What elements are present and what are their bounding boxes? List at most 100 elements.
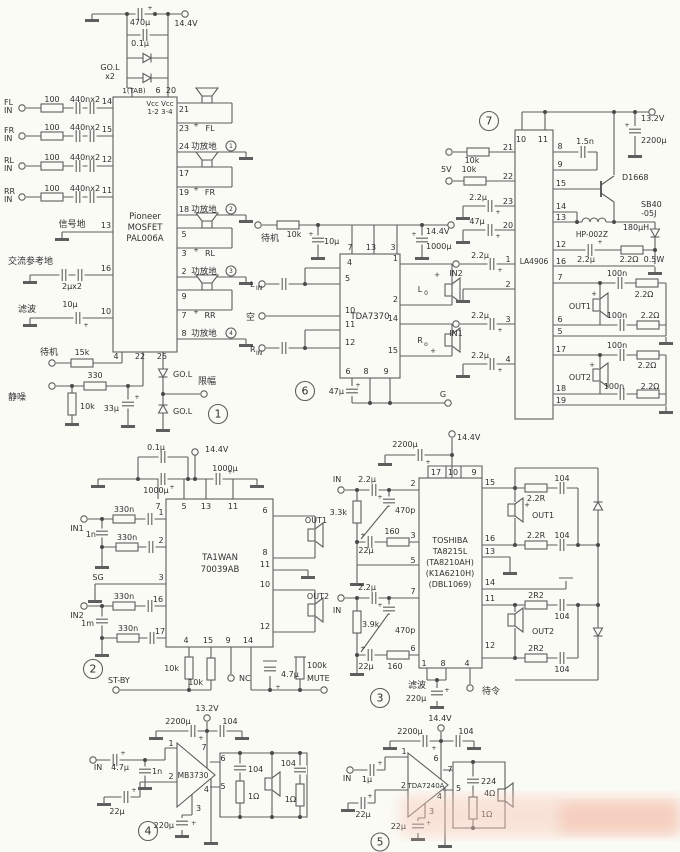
schematic-label: 2200µ xyxy=(392,440,417,449)
circuit-number-badge xyxy=(82,658,104,680)
ic-name-pal006a: PAL006A xyxy=(126,234,163,244)
schematic-label: 15 xyxy=(485,478,495,487)
schematic-label: 100n xyxy=(604,382,624,391)
schematic-label: 104 xyxy=(281,759,296,768)
capacitor xyxy=(232,762,248,774)
circuit-number-text: 2 xyxy=(90,663,97,676)
schematic-label: 1 xyxy=(158,508,163,517)
schematic-label: 8 xyxy=(557,142,562,151)
schematic-label: 2200µ xyxy=(397,727,422,736)
capacitor xyxy=(616,317,628,333)
schematic-label: + xyxy=(425,458,430,466)
ground-symbol xyxy=(658,405,674,415)
schematic-label: 3 xyxy=(196,804,201,813)
resistor xyxy=(352,500,362,524)
ground-symbol xyxy=(466,741,482,751)
resistor xyxy=(184,656,194,680)
schematic-label: 3 xyxy=(158,573,163,582)
schematic-label: 33µ xyxy=(104,404,119,413)
schematic-label: 10µ xyxy=(324,237,339,246)
ic-name-pal006a: MOSFET xyxy=(128,223,164,233)
terminal xyxy=(18,162,26,170)
resistor xyxy=(635,278,659,288)
ground-symbol xyxy=(148,731,164,741)
diode xyxy=(157,404,169,414)
capacitor xyxy=(145,539,157,555)
schematic-label: 2.2µ xyxy=(358,475,376,484)
schematic-label: 8 xyxy=(440,659,445,668)
schematic-label: 17 xyxy=(179,169,189,178)
schematic-label: IN xyxy=(4,195,12,204)
schematic-label: 4 xyxy=(464,659,469,668)
schematic-label: + xyxy=(83,321,88,329)
schematic-label: 4.7µ xyxy=(281,670,299,679)
schematic-label: 2.2µ xyxy=(577,255,595,264)
resistor xyxy=(112,601,136,611)
schematic-label: OUT2 xyxy=(307,592,329,601)
ground-symbol xyxy=(414,251,430,261)
schematic-label: 330 xyxy=(87,371,102,380)
schematic-label: 10k xyxy=(164,664,179,673)
schematic-label: 2.2µ xyxy=(358,583,376,592)
capacitor xyxy=(381,495,397,507)
schematic-label: 19 xyxy=(179,188,189,197)
schematic-label: 功放地 xyxy=(191,266,217,277)
schematic-label: + xyxy=(434,271,440,279)
speaker-icon xyxy=(195,87,219,104)
schematic-label: + xyxy=(497,326,502,334)
schematic-label: 100n xyxy=(607,341,627,350)
schematic-label: IN1 xyxy=(70,524,83,533)
circuit-number-text: 7 xyxy=(486,115,493,128)
ground-symbol xyxy=(647,266,663,276)
schematic-label: + xyxy=(377,493,382,501)
ground-symbol xyxy=(455,369,471,379)
schematic-label: 1µ xyxy=(362,775,372,784)
ic-name-ta8215l: TA8215L xyxy=(432,547,468,556)
schematic-label: 470p xyxy=(395,626,415,635)
capacitor xyxy=(212,471,224,487)
schematic-label: 100n xyxy=(607,269,627,278)
capacitor xyxy=(614,275,626,291)
capacitor xyxy=(137,765,153,777)
schematic-label: 330n xyxy=(118,624,138,633)
circuit-number-text: 6 xyxy=(302,385,309,398)
schematic-label: 14.4V xyxy=(428,714,452,723)
terminal xyxy=(112,686,120,694)
ground-symbol xyxy=(658,336,674,346)
schematic-label: L xyxy=(418,285,423,294)
schematic-label: NC xyxy=(239,674,251,683)
schematic-label: 17 xyxy=(431,468,441,477)
schematic-label: 220µ xyxy=(154,821,174,830)
capacitor xyxy=(465,775,481,787)
schematic-label: + xyxy=(355,381,360,389)
capacitor xyxy=(556,537,568,553)
schematic-label: 440nx2 xyxy=(70,184,100,193)
schematic-label: GO.L xyxy=(173,370,193,379)
schematic-label: 22µ xyxy=(358,546,373,555)
schematic-label: 2.2Ω xyxy=(641,382,660,391)
schematic-label: 13.2V xyxy=(195,704,219,713)
schematic-label: 11 xyxy=(260,560,270,569)
ic-name-tda7240a: TDA7240A xyxy=(407,782,445,790)
schematic-label: 22µ xyxy=(355,810,370,819)
schematic-label: 10 xyxy=(448,468,458,477)
schematic-label: 1m xyxy=(81,619,94,628)
capacitor xyxy=(364,647,376,663)
schematic-label: 17 xyxy=(155,627,165,636)
resistor xyxy=(524,483,548,493)
schematic-label: 7 xyxy=(155,502,160,511)
capacitor xyxy=(556,480,568,496)
schematic-label: 21 xyxy=(179,105,189,114)
resistor xyxy=(524,600,548,610)
capacitor xyxy=(577,144,589,160)
circuit-number-badge xyxy=(478,110,500,132)
schematic-label: GO.L xyxy=(100,63,120,72)
ic-names: PioneerMOSFETPAL006ATDA7370LA4906TA1WAN7… xyxy=(126,212,548,790)
schematic-label: 2.2Ω xyxy=(620,255,639,264)
diode xyxy=(649,228,661,238)
schematic-label: 0.1µ xyxy=(131,39,149,48)
ground-symbol xyxy=(238,151,254,161)
schematic-label: + xyxy=(193,121,199,129)
schematic-label: 16 xyxy=(485,534,495,543)
